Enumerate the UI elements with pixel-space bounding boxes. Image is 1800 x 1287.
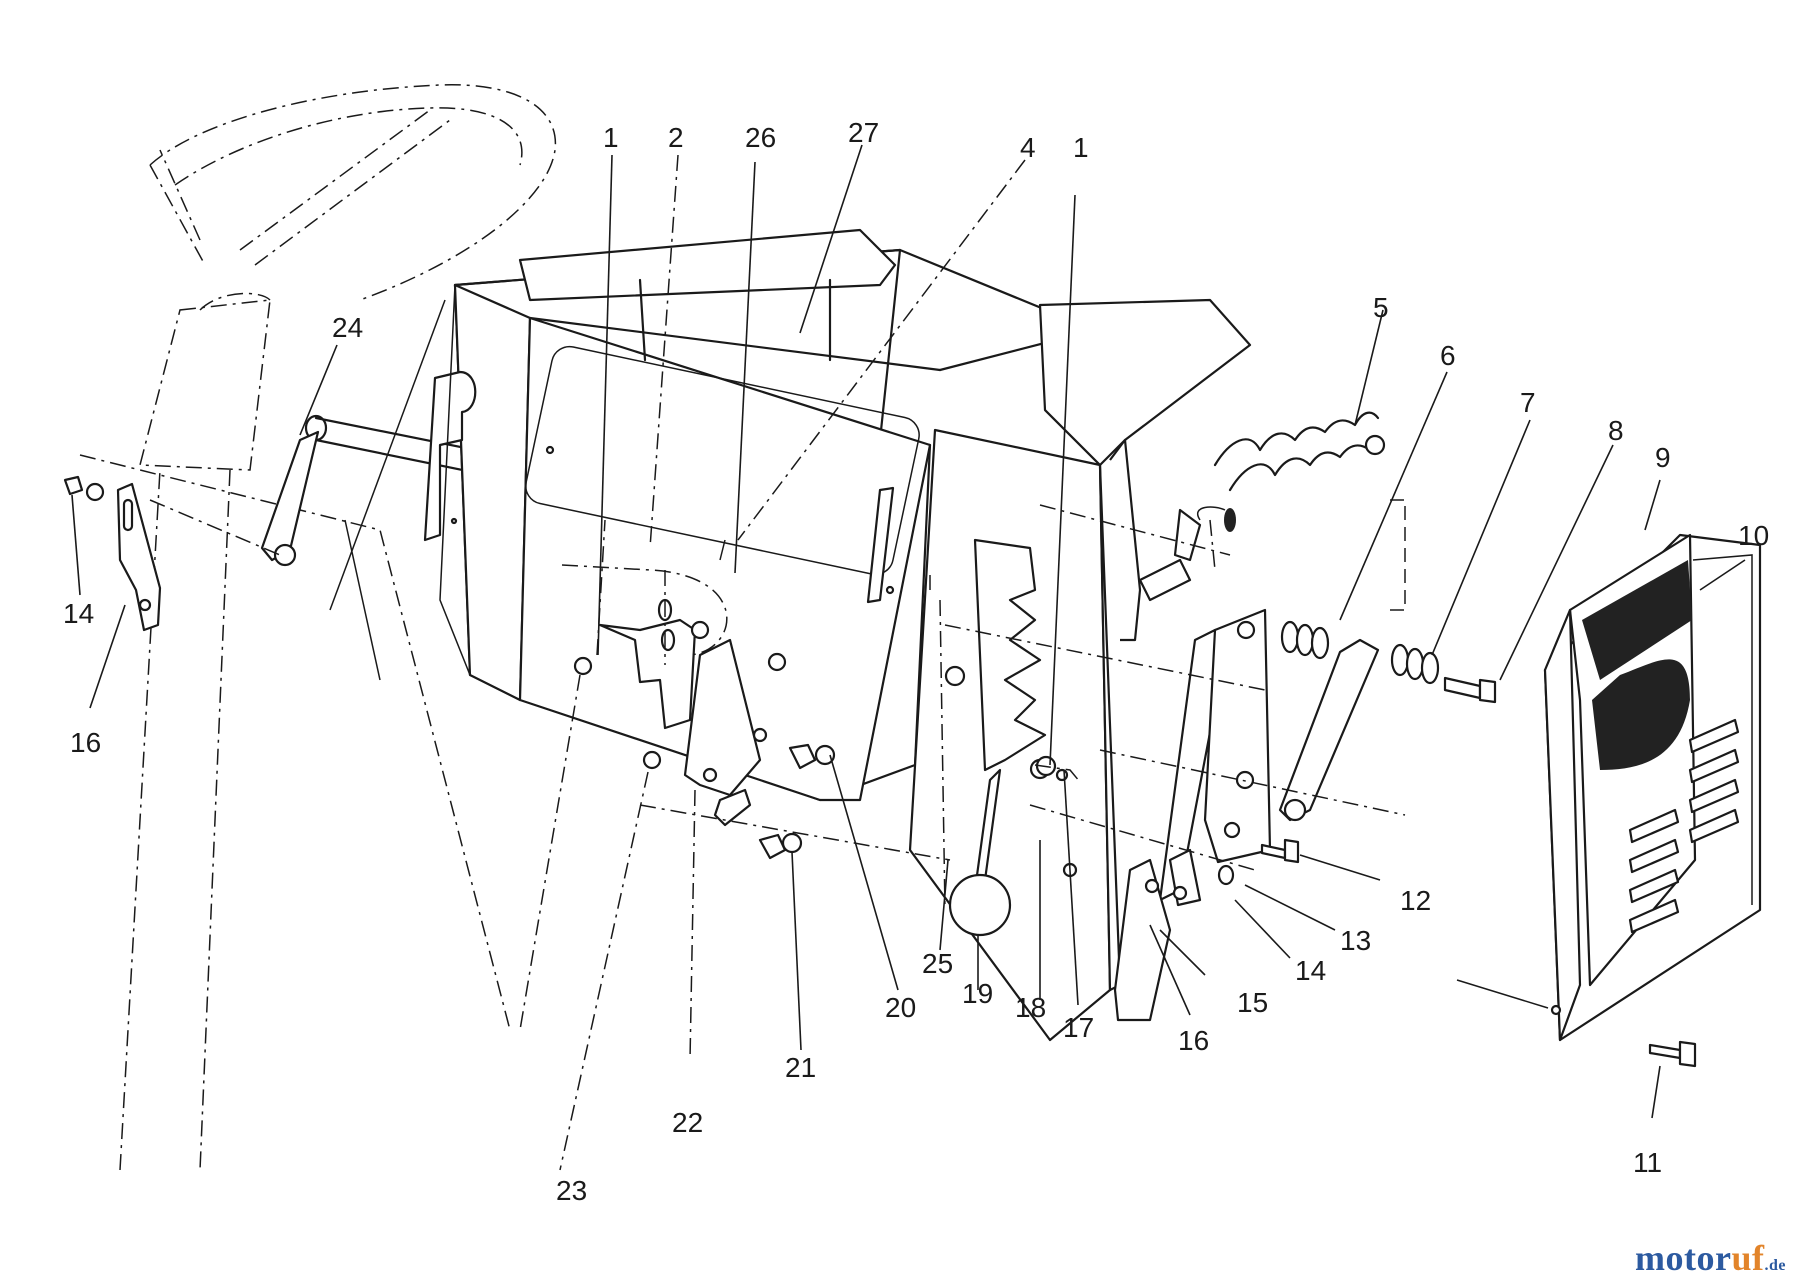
callout-15: 15 [1237,987,1268,1018]
callout-14b: 14 [1295,955,1326,986]
callout-12: 12 [1400,885,1431,916]
callout-27: 27 [848,117,879,148]
center-hardware [519,519,1081,1171]
callout-13: 13 [1340,925,1371,956]
left-bracket-part [63,475,162,632]
spring-part [1197,411,1386,532]
callout-10: 10 [1738,520,1769,551]
callout-24: 24 [332,312,363,343]
callout-26: 26 [745,122,776,153]
callout-16b: 16 [1178,1025,1209,1056]
callout-17: 17 [1063,1012,1094,1043]
leader-lines [71,144,1746,1119]
callout-4: 4 [1020,132,1036,163]
callout-18: 18 [1015,992,1046,1023]
washers-and-bolts [944,499,1497,886]
callout-labels: 1 2 26 27 4 1 24 5 6 7 8 9 10 14 16 12 1… [63,117,1769,1206]
callout-20: 20 [885,992,916,1023]
callout-14a: 14 [63,598,94,629]
callout-9: 9 [1655,442,1671,473]
callout-21: 21 [785,1052,816,1083]
steering-wheel-outline [79,84,557,1171]
callout-25: 25 [922,948,953,979]
callout-2: 2 [668,122,684,153]
callout-11: 11 [1633,1147,1662,1178]
watermark-brand-b: uf [1731,1238,1765,1278]
callout-6: 6 [1440,340,1456,371]
callout-1b: 1 [1073,132,1089,163]
callout-19: 19 [962,978,993,1009]
callout-22: 22 [672,1107,703,1138]
callout-7: 7 [1520,387,1536,418]
watermark-brand-a: motor [1635,1238,1732,1278]
shift-gate-plate [908,298,1252,1042]
linkage-arms [1113,608,1272,1022]
callout-8: 8 [1608,415,1624,446]
callout-16a: 16 [70,727,101,758]
console-housing [329,228,1097,802]
side-cover-panel [1456,533,1762,1068]
callout-1a: 1 [603,122,619,153]
callout-5: 5 [1373,292,1389,323]
callout-23: 23 [556,1175,587,1206]
watermark-tld: .de [1764,1257,1786,1274]
cover-louvers [1628,718,1740,934]
motoruf-watermark-logo: motoruf.de [1635,1237,1786,1279]
